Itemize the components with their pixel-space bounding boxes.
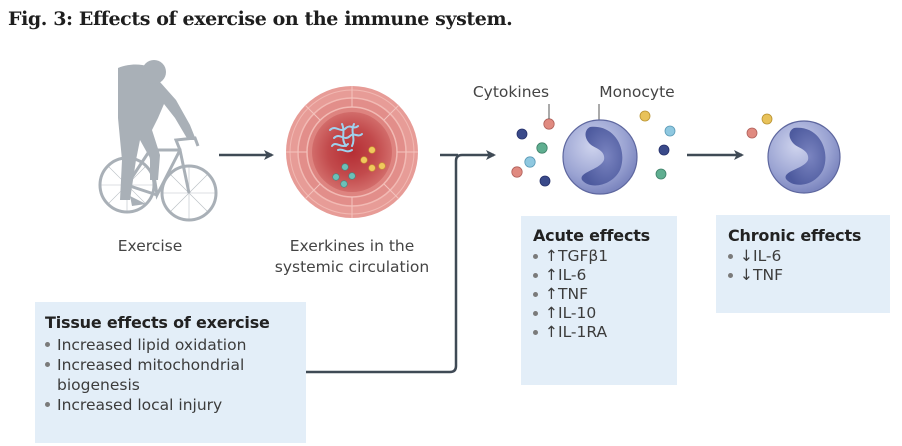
acute-effect-text: TNF	[558, 285, 588, 303]
cytokine-dot	[761, 113, 773, 125]
tissue-effects-list: Increased lipid oxidation Increased mito…	[43, 335, 306, 415]
tissue-effect-item: Increased local injury	[43, 395, 306, 415]
chronic-effect-text: TNF	[753, 266, 783, 284]
monocyte-label: Monocyte	[599, 83, 675, 101]
cyclist-icon	[98, 60, 218, 222]
tissue-effects-box: Tissue effects of exercise Increased lip…	[35, 302, 306, 443]
chronic-effects-box: Chronic effects ↓IL-6 ↓TNF	[716, 215, 890, 313]
acute-effect-item: ↑TNF	[531, 285, 677, 304]
up-arrow-icon: ↑	[545, 266, 558, 284]
down-arrow-icon: ↓	[740, 266, 753, 284]
bullet-icon	[533, 311, 538, 316]
blood-vessel-icon	[286, 86, 418, 218]
cytokine-dot	[511, 166, 523, 178]
cytokine-dot	[524, 156, 536, 168]
chronic-effect-item: ↓TNF	[726, 266, 890, 285]
acute-effect-item: ↑IL-1RA	[531, 323, 677, 342]
bullet-icon	[533, 273, 538, 278]
up-arrow-icon: ↑	[545, 285, 558, 303]
cytokine-dot	[543, 118, 555, 130]
up-arrow-icon: ↑	[545, 323, 558, 341]
acute-effect-text: IL-10	[558, 304, 597, 322]
cytokine-dot	[664, 125, 676, 137]
chronic-effect-item: ↓IL-6	[726, 247, 890, 266]
tissue-effect-text: Increased mitochondrial	[57, 356, 245, 374]
figure-title: Fig. 3: Effects of exercise on the immun…	[8, 8, 513, 30]
acute-effects-box: Acute effects ↑TGFβ1 ↑IL-6 ↑TNF ↑IL-10 ↑…	[521, 216, 677, 385]
chronic-effect-text: IL-6	[753, 247, 782, 265]
bullet-icon	[533, 254, 538, 259]
bullet-icon	[45, 342, 50, 347]
acute-effect-text: IL-1RA	[558, 323, 608, 341]
cytokine-dot	[539, 175, 551, 187]
bullet-icon	[533, 292, 538, 297]
acute-effect-item: ↑IL-10	[531, 304, 677, 323]
up-arrow-icon: ↑	[545, 304, 558, 322]
cytokines-chronic	[746, 113, 773, 139]
cytokine-dot	[658, 144, 670, 156]
acute-effects-list: ↑TGFβ1 ↑IL-6 ↑TNF ↑IL-10 ↑IL-1RA	[531, 247, 677, 342]
acute-effect-text: IL-6	[558, 266, 587, 284]
circulation-label-line2: systemic circulation	[274, 258, 430, 276]
acute-effect-item: ↑TGFβ1	[531, 247, 677, 266]
monocyte-acute-icon	[562, 119, 638, 195]
acute-effects-title: Acute effects	[533, 226, 651, 245]
bullet-icon	[45, 402, 50, 407]
cytokine-dot	[516, 128, 528, 140]
cytokine-dot	[655, 168, 667, 180]
tissue-effect-text: Increased local injury	[57, 396, 223, 414]
bullet-icon	[533, 330, 538, 335]
monocyte-chronic-icon	[767, 120, 841, 194]
acute-effect-text: TGFβ1	[558, 247, 609, 265]
chronic-effects-title: Chronic effects	[728, 226, 862, 245]
tissue-effect-item: Increased mitochondrial biogenesis	[43, 355, 306, 395]
cytokine-dot	[746, 127, 758, 139]
bullet-icon	[728, 254, 733, 259]
exercise-label: Exercise	[117, 237, 183, 255]
tissue-effect-item: Increased lipid oxidation	[43, 335, 306, 355]
cytokines-acute	[511, 110, 676, 187]
cytokine-dot	[639, 110, 651, 122]
tissue-effects-title: Tissue effects of exercise	[45, 313, 270, 332]
acute-effect-item: ↑IL-6	[531, 266, 677, 285]
down-arrow-icon: ↓	[740, 247, 753, 265]
tissue-effect-text: Increased lipid oxidation	[57, 336, 247, 354]
cytokines-label: Cytokines	[472, 83, 550, 101]
chronic-effects-list: ↓IL-6 ↓TNF	[726, 247, 890, 285]
bullet-icon	[45, 362, 50, 367]
up-arrow-icon: ↑	[545, 247, 558, 265]
circulation-label-line1: Exerkines in the	[289, 237, 415, 255]
bullet-icon	[728, 273, 733, 278]
cytokine-dot	[536, 142, 548, 154]
tissue-effect-text-continued: biogenesis	[57, 376, 140, 394]
connector-to-monocyte	[306, 150, 496, 374]
